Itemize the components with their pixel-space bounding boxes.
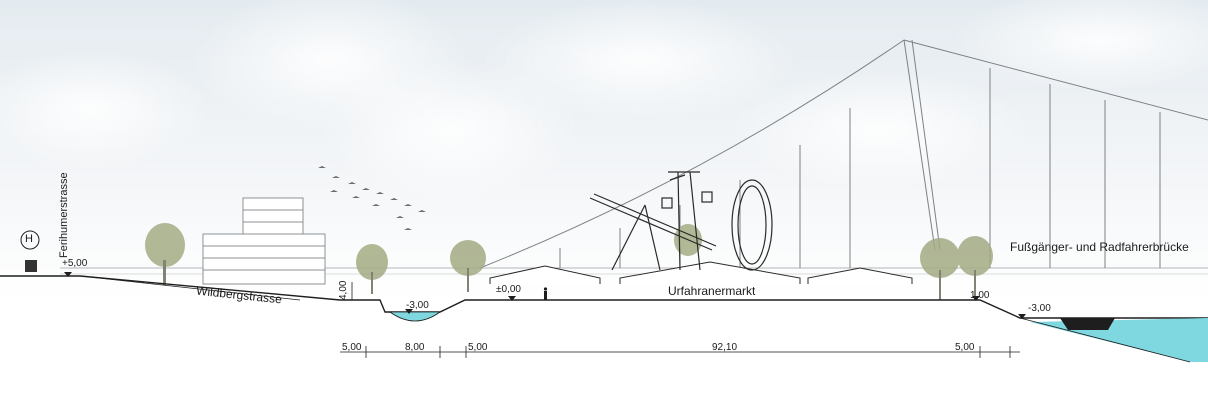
- tree-icon: [145, 223, 993, 300]
- level-left-top: +5,00: [62, 258, 88, 269]
- river-water: [1030, 318, 1208, 362]
- street-name-ferihumerstrasse: Ferihumerstrasse: [58, 172, 70, 258]
- boat-icon: [1060, 318, 1115, 330]
- canal-water: [388, 311, 442, 322]
- level-marker-icon: [64, 272, 1026, 319]
- dimension-line: [340, 346, 1020, 358]
- market-halls: [489, 261, 913, 284]
- dimension-label: 92,10: [712, 342, 738, 353]
- building: [202, 197, 326, 285]
- dimension-label: 5,00: [955, 342, 975, 353]
- level-plaza: ±0,00: [496, 284, 521, 295]
- person-icon: [544, 291, 547, 300]
- label-urfahranermarkt: Urfahranermarkt: [668, 284, 756, 298]
- bridge: [479, 39, 1208, 269]
- level-embankment: 1,00: [970, 290, 990, 301]
- clouds: [0, 0, 1208, 200]
- dimension-label: 5,00: [342, 342, 362, 353]
- level-river: -3,00: [1028, 303, 1051, 314]
- amusement-rides: [589, 171, 773, 271]
- bus-stop-icon: [20, 230, 40, 250]
- h-symbol-label: H: [25, 233, 33, 245]
- label-bridge: Fußgänger- und Radfahrerbrücke: [1010, 240, 1189, 254]
- level-canal: -3,00: [406, 300, 429, 311]
- dimension-label: 5,00: [468, 342, 488, 353]
- dimension-label: 8,00: [405, 342, 425, 353]
- road-slope: [79, 275, 301, 301]
- bird-icon: [318, 166, 426, 230]
- wall-height-label: 4,00: [338, 280, 349, 300]
- tram-icon: [25, 260, 37, 272]
